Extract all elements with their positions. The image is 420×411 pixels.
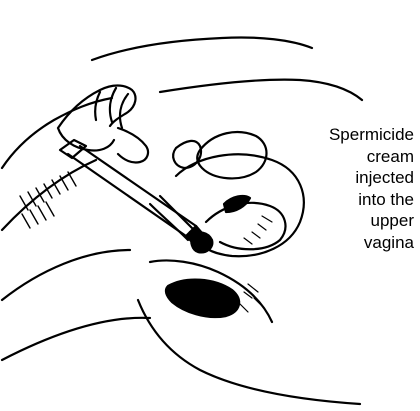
caption-line: vagina [274, 232, 414, 254]
thigh-hatching [20, 172, 76, 228]
applicator-barrel [68, 146, 196, 236]
uterus-dark-fold [224, 196, 250, 212]
buttock-contour [138, 300, 360, 404]
caption-line: cream [274, 146, 414, 168]
caption-line: upper [274, 210, 414, 232]
applicator-plunger [60, 140, 86, 158]
caption-line: into the [274, 189, 414, 211]
thumb [118, 128, 148, 163]
figure-caption: Spermicide cream injected into the upper… [274, 124, 414, 253]
caption-line: Spermicide [274, 124, 414, 146]
hand [58, 86, 135, 151]
caption-line: injected [274, 167, 414, 189]
uterus-hatching [244, 216, 272, 244]
rectum [166, 280, 239, 317]
cream-deposit [191, 233, 212, 253]
torso-contour [92, 37, 312, 60]
thigh-contour [2, 250, 150, 360]
